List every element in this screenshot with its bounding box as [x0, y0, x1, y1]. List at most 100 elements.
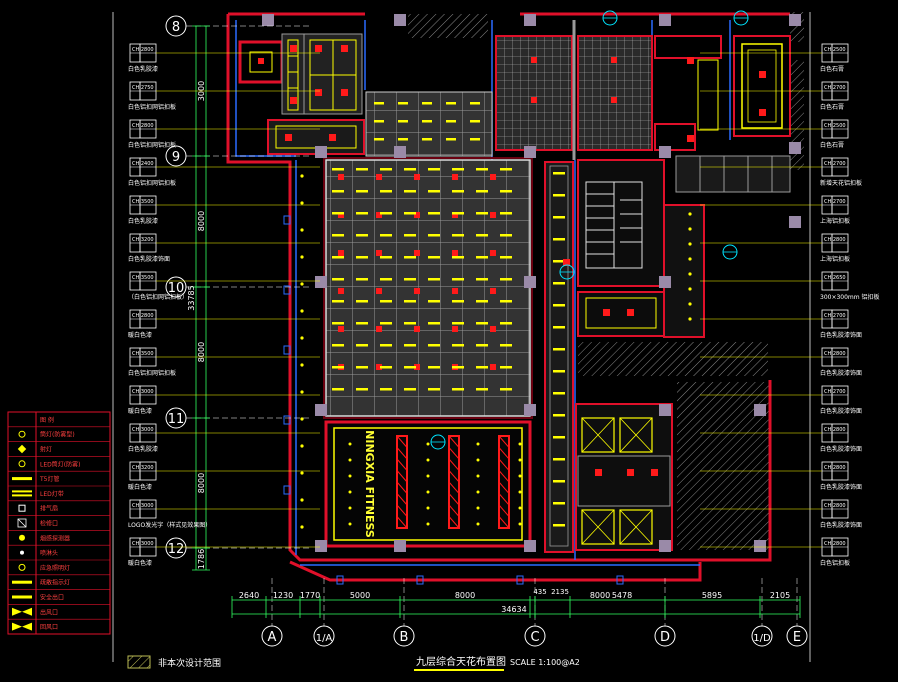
linear-light	[422, 120, 432, 123]
tag-code: CH 2800	[824, 465, 846, 471]
tag-description: 白色乳胶漆	[128, 65, 158, 73]
legend-label: 安全出口	[40, 594, 64, 602]
wall-marker	[283, 485, 291, 495]
linear-light	[374, 102, 384, 105]
wall-marker	[283, 285, 291, 295]
downlight	[348, 506, 352, 510]
grid-col-bubble-1/D: 1/D	[751, 578, 773, 647]
downlight	[426, 458, 430, 462]
spotlight	[627, 469, 634, 476]
legend-label: 烟感探测器	[40, 534, 70, 542]
downlight	[300, 444, 304, 448]
spotlight	[376, 326, 382, 332]
downlight	[476, 506, 480, 510]
linear-light	[428, 278, 440, 281]
downlight	[300, 471, 304, 475]
tag-description: 白色乳胶漆饰面	[820, 369, 862, 377]
left-dim-value: 8000	[197, 342, 206, 362]
column-pillar	[315, 146, 327, 158]
linear-light	[553, 348, 565, 351]
linear-light	[452, 168, 464, 171]
tag-description: 白色铝扣板	[820, 559, 850, 567]
spotlight	[651, 469, 658, 476]
legend-symbol	[20, 550, 24, 555]
downlight	[518, 442, 522, 446]
spotlight	[341, 89, 348, 96]
linear-light	[553, 304, 565, 307]
left-total-dim: 33785	[187, 285, 196, 310]
tag-description: 暖白色漆	[128, 483, 152, 491]
linear-light	[452, 366, 464, 369]
linear-light	[500, 256, 512, 259]
spotlight	[290, 97, 297, 104]
tag-code: CH 3000	[132, 503, 154, 509]
legend-label: 排气扇	[40, 505, 58, 513]
spotlight	[338, 250, 344, 256]
wall-marker	[283, 415, 291, 425]
spotlight	[452, 250, 458, 256]
column-pillar	[524, 404, 536, 416]
linear-light	[404, 322, 416, 325]
tag-description: 上海铝扣板	[820, 217, 850, 225]
section-callout	[733, 10, 749, 26]
linear-light	[398, 138, 408, 141]
legend-symbol	[19, 534, 25, 541]
grid-col-label: A	[268, 630, 277, 645]
linear-light	[428, 168, 440, 171]
tag-code: CH 2700	[824, 389, 846, 395]
tag-code: CH 3500	[132, 199, 154, 205]
spotlight	[627, 309, 634, 316]
section-callout	[602, 10, 618, 26]
linear-light	[356, 168, 368, 171]
linear-light	[553, 194, 565, 197]
tag-code: CH 2800	[824, 503, 846, 509]
spotlight	[452, 288, 458, 294]
bottom-dim-extra: 2135	[551, 588, 569, 596]
spotlight	[490, 250, 496, 256]
linear-light	[446, 102, 456, 105]
linear-light	[380, 168, 392, 171]
legend-symbol	[18, 460, 26, 468]
tag-description: 暖白色漆	[128, 559, 152, 567]
linear-light	[428, 234, 440, 237]
linear-light	[553, 502, 565, 505]
column-pillar	[524, 146, 536, 158]
linear-light	[380, 322, 392, 325]
column-pillar	[524, 14, 536, 26]
spotlight	[759, 71, 766, 78]
linear-light	[452, 300, 464, 303]
hatch-legend-swatch	[127, 655, 151, 669]
spotlight	[452, 212, 458, 218]
linear-light	[553, 216, 565, 219]
spotlight	[290, 45, 297, 52]
grid-col-label: B	[400, 630, 409, 645]
downlight	[300, 417, 304, 421]
linear-light	[428, 190, 440, 193]
linear-light	[356, 366, 368, 369]
linear-light	[332, 322, 344, 325]
tag-description: 白色石膏	[820, 141, 844, 149]
linear-light	[332, 256, 344, 259]
left-dim-value: 8000	[197, 211, 206, 231]
legend-symbol	[12, 494, 32, 497]
wall-marker	[416, 575, 424, 585]
linear-light	[404, 388, 416, 391]
column-pillar	[789, 142, 801, 154]
tag-description: 白色乳胶漆	[128, 445, 158, 453]
linear-light	[356, 212, 368, 215]
linear-light	[476, 256, 488, 259]
bottom-dim-value: 8000	[455, 591, 475, 600]
downlight	[476, 442, 480, 446]
downlight	[476, 474, 480, 478]
ceiling-tag: CH 3500（白色铝扣网铝扣板）	[128, 271, 320, 301]
linear-light	[332, 366, 344, 369]
linear-light	[476, 388, 488, 391]
downlight	[688, 227, 692, 231]
linear-light	[476, 168, 488, 171]
linear-light	[374, 138, 384, 141]
column-pillar	[659, 404, 671, 416]
grid-col-label: C	[530, 630, 539, 645]
